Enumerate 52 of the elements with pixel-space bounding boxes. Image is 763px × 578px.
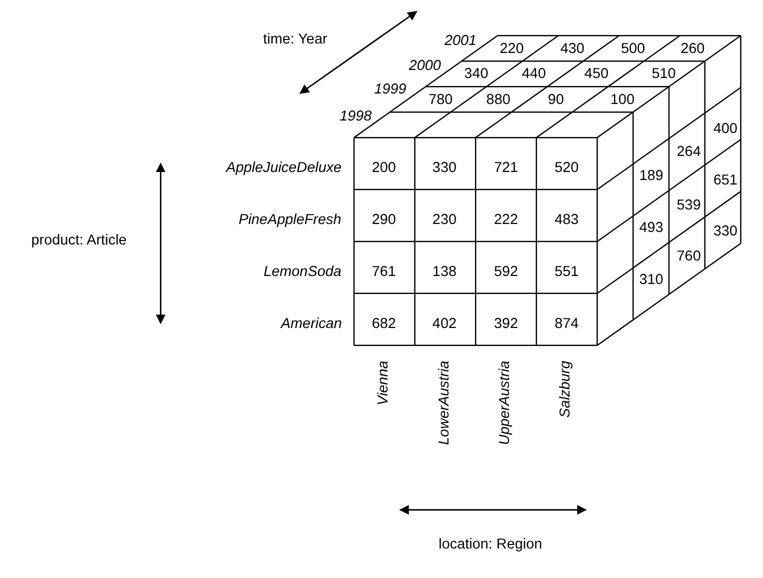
column-label: UpperAustria xyxy=(496,360,512,445)
cell-value: 100 xyxy=(610,90,634,108)
cell-value: 220 xyxy=(500,40,524,56)
year-label: 2001 xyxy=(444,32,477,49)
cell-value: 483 xyxy=(554,211,579,228)
year-label: 1999 xyxy=(374,80,406,97)
cell-value: 440 xyxy=(522,64,546,82)
row-label: American xyxy=(280,315,342,332)
axis-label: time: Year xyxy=(263,30,328,47)
cell-value: 189 xyxy=(639,166,664,184)
column-label: Vienna xyxy=(374,360,392,406)
cell-value: 138 xyxy=(432,263,456,280)
cell-value: 230 xyxy=(432,211,456,228)
cell-value: 450 xyxy=(584,64,608,82)
cell-value: 682 xyxy=(372,315,396,332)
row-label: LemonSoda xyxy=(264,263,342,280)
cell-value: 510 xyxy=(652,64,676,82)
cell-value: 330 xyxy=(432,159,456,176)
axis-label: product: Article xyxy=(31,231,127,248)
cell-value: 651 xyxy=(713,172,738,188)
cell-value: 761 xyxy=(372,263,396,280)
cell-value: 430 xyxy=(560,40,584,56)
row-label: PineAppleFresh xyxy=(238,211,342,228)
cell-value: 310 xyxy=(639,270,664,288)
cell-value: 392 xyxy=(494,315,518,332)
cell-value: 760 xyxy=(676,248,701,264)
cell-value: 780 xyxy=(428,90,453,108)
cell-value: 500 xyxy=(620,40,646,56)
cell-value: 592 xyxy=(494,263,518,280)
cell-value: 330 xyxy=(713,222,738,240)
cell-value: 222 xyxy=(494,211,518,228)
cell-value: 874 xyxy=(554,315,579,332)
cell-value: 90 xyxy=(548,90,564,108)
cell-value: 880 xyxy=(486,90,510,108)
cell-value: 290 xyxy=(372,211,396,228)
year-label: 2000 xyxy=(408,57,441,74)
cell-value: 400 xyxy=(713,120,738,136)
year-label: 1998 xyxy=(340,107,372,124)
cell-value: 340 xyxy=(464,64,488,82)
column-label: LowerAustria xyxy=(435,360,452,445)
cell-value: 260 xyxy=(680,40,705,56)
cell-value: 264 xyxy=(676,142,701,160)
cell-value: 721 xyxy=(494,159,518,176)
cell-value: 539 xyxy=(676,196,701,214)
row-label: AppleJuiceDeluxe xyxy=(226,159,342,176)
column-label: Salzburg xyxy=(556,360,573,418)
cell-value: 551 xyxy=(554,263,579,280)
cell-value: 520 xyxy=(554,159,579,176)
cell-value: 200 xyxy=(372,159,396,176)
axis-label: location: Region xyxy=(438,535,542,552)
cell-value: 493 xyxy=(639,218,664,236)
cell-value: 402 xyxy=(432,315,456,332)
